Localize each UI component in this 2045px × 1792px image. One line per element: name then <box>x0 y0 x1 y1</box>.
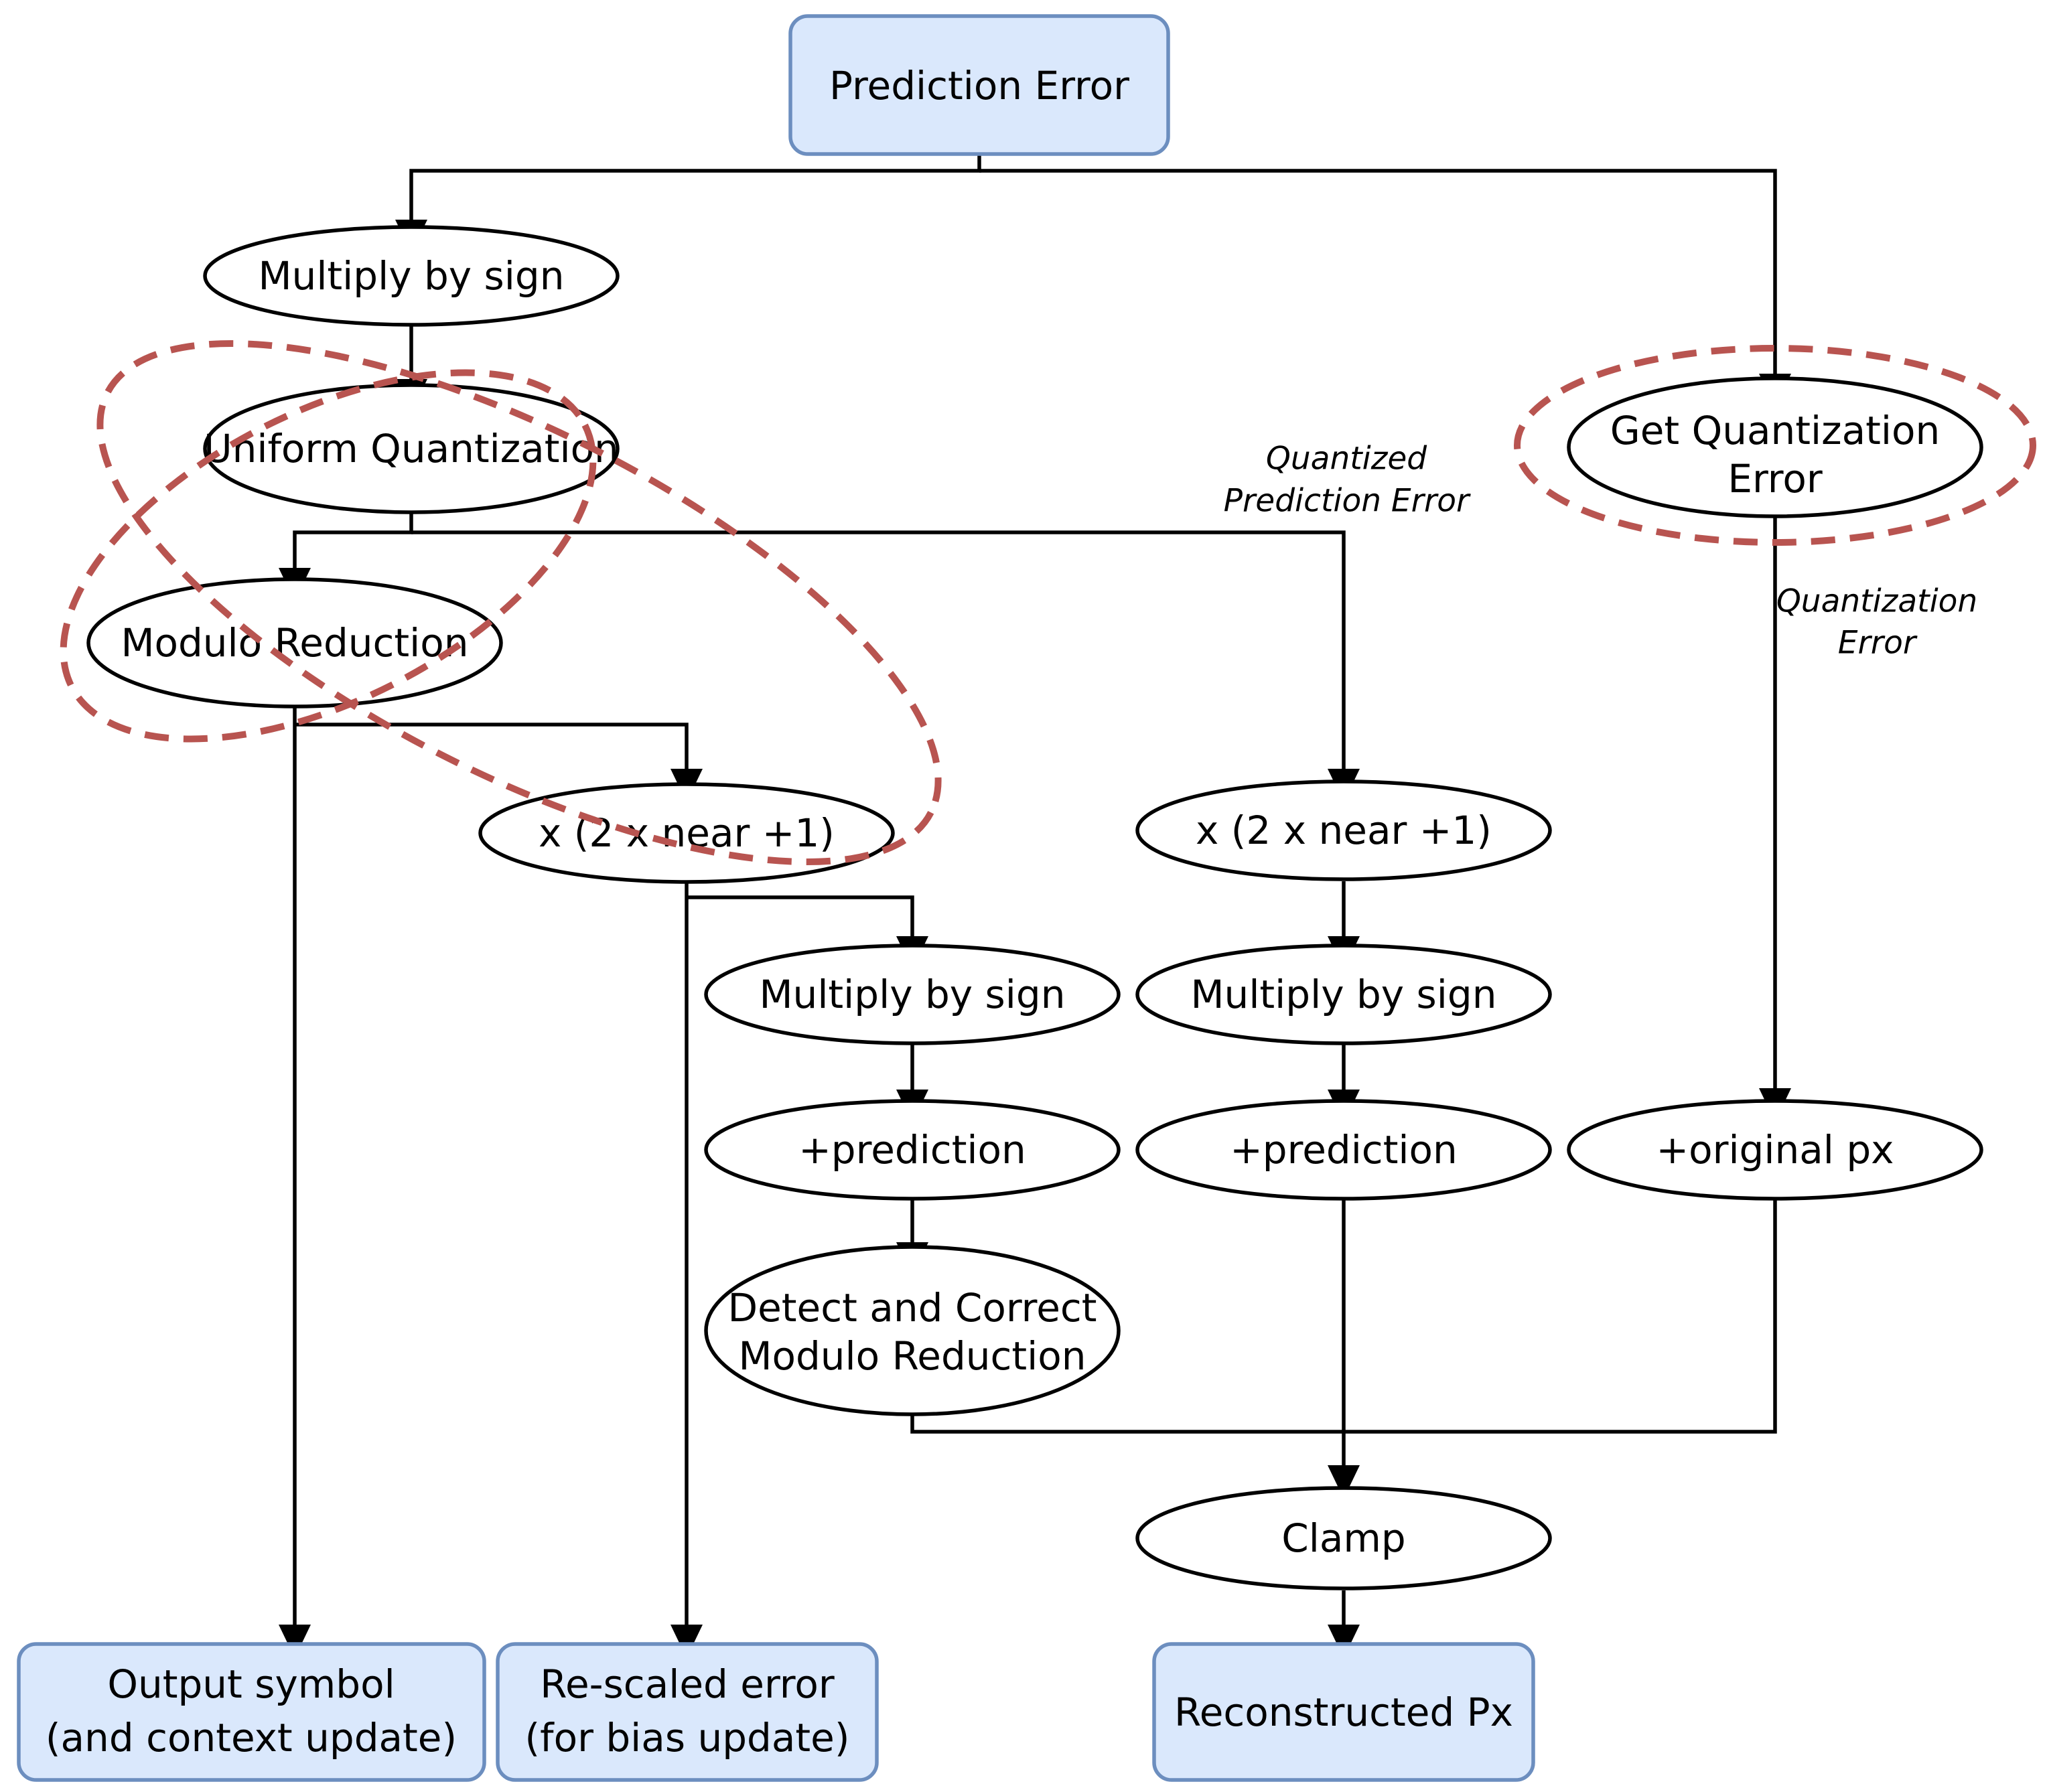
reconstructed-px-label: Reconstructed Px <box>1174 1690 1513 1735</box>
arrowhead <box>279 1625 311 1658</box>
terminal-box <box>788 14 1170 156</box>
process-oval <box>203 383 620 514</box>
edge-uniform-to-modulo <box>293 514 413 569</box>
highlight-ellipse-quantize-modulo <box>60 369 597 743</box>
rescaled-error-label-line2: (for bias update) <box>525 1715 850 1761</box>
process-oval <box>203 225 620 327</box>
process-oval <box>1135 1099 1552 1201</box>
get-quant-error-label-line2: Error <box>1727 456 1823 502</box>
modulo-reduction-label: Modulo Reduction <box>121 620 468 666</box>
get-quant-error-label-line1: Get Quantization <box>1610 408 1940 453</box>
node-modulo-reduction: Modulo Reduction <box>86 577 503 708</box>
edge-pe-to-multiply <box>409 154 981 221</box>
plus-prediction-mid-label: +prediction <box>798 1127 1026 1173</box>
terminal-reconstructed-px: Reconstructed Px <box>1152 1642 1535 1782</box>
edge-label-quantization-error: Quantization Error <box>1776 583 1977 662</box>
process-oval <box>1135 779 1552 881</box>
node-clamp: Clamp <box>1135 1486 1552 1590</box>
terminal-prediction-error: Prediction Error <box>788 14 1170 156</box>
edge-label-quantized-prediction-error: Quantized Prediction Error <box>1224 441 1471 520</box>
connectors <box>293 154 1777 1626</box>
arrowhead <box>1328 1625 1360 1658</box>
highlight-ellipse-get-quant-error <box>1514 345 2036 546</box>
process-oval <box>86 577 503 708</box>
node-detect-correct-modulo: Detect and Correct Modulo Reduction <box>704 1245 1121 1416</box>
edge-detect-to-clamp <box>910 1414 1344 1434</box>
process-oval <box>1135 944 1552 1045</box>
node-multiply-by-sign-top: Multiply by sign <box>203 225 620 327</box>
process-oval <box>704 944 1121 1045</box>
node-plus-prediction-mid: +prediction <box>704 1099 1121 1201</box>
process-oval <box>1567 376 1983 518</box>
output-symbol-label-line1: Output symbol <box>107 1661 395 1707</box>
process-oval <box>478 782 895 884</box>
edge-uniform-to-scale-right <box>411 530 1346 770</box>
arrowhead <box>671 1625 703 1658</box>
uniform-quantization-label: Uniform Quantization <box>204 426 619 471</box>
process-oval <box>1567 1099 1983 1201</box>
node-plus-original-px: +original px <box>1567 1099 1983 1201</box>
terminal-output-symbol: Output symbol (and context update) <box>17 1642 486 1782</box>
process-oval <box>704 1099 1121 1201</box>
clamp-label: Clamp <box>1281 1515 1405 1561</box>
multiply-sign-top-label: Multiply by sign <box>259 253 565 299</box>
edge-scale-left-to-multiply-mid <box>687 895 914 938</box>
quantization-error-line1: Quantization <box>1776 583 1977 620</box>
detect-correct-label-line1: Detect and Correct <box>727 1285 1097 1331</box>
output-symbol-label-line2: (and context update) <box>46 1715 457 1761</box>
terminal-rescaled-error: Re-scaled error (for bias update) <box>496 1642 879 1782</box>
multiply-sign-mid-label: Multiply by sign <box>760 972 1066 1017</box>
process-oval <box>704 1245 1121 1416</box>
plus-original-px-label: +original px <box>1656 1127 1894 1173</box>
terminal-box <box>17 1642 486 1782</box>
node-plus-prediction-right: +prediction <box>1135 1099 1552 1201</box>
node-scale-right: x (2 x near +1) <box>1135 779 1552 881</box>
detect-correct-label-line2: Modulo Reduction <box>738 1333 1086 1379</box>
node-get-quantization-error: Get Quantization Error <box>1567 376 1983 518</box>
node-multiply-by-sign-right: Multiply by sign <box>1135 944 1552 1045</box>
edge-original-to-clamp <box>1344 1199 1777 1434</box>
plus-prediction-right-label: +prediction <box>1230 1127 1458 1173</box>
edge-pe-to-getquant <box>979 169 1777 375</box>
rescaled-error-label-line1: Re-scaled error <box>540 1661 835 1707</box>
arrowhead <box>1328 1465 1360 1499</box>
node-multiply-by-sign-mid: Multiply by sign <box>704 944 1121 1045</box>
terminal-box <box>496 1642 879 1782</box>
prediction-error-label: Prediction Error <box>829 63 1129 108</box>
quantized-pred-error-line1: Quantized <box>1266 441 1427 477</box>
node-scale-left: x (2 x near +1) <box>478 782 895 884</box>
scale-right-label: x (2 x near +1) <box>1196 808 1492 853</box>
edge-modulo-to-scale-left <box>295 723 689 770</box>
terminal-box <box>1152 1642 1535 1782</box>
multiply-sign-right-label: Multiply by sign <box>1191 972 1497 1017</box>
process-oval <box>1135 1486 1552 1590</box>
quantization-error-line2: Error <box>1838 625 1918 662</box>
quantized-pred-error-line2: Prediction Error <box>1224 483 1471 520</box>
node-uniform-quantization: Uniform Quantization <box>203 383 620 514</box>
